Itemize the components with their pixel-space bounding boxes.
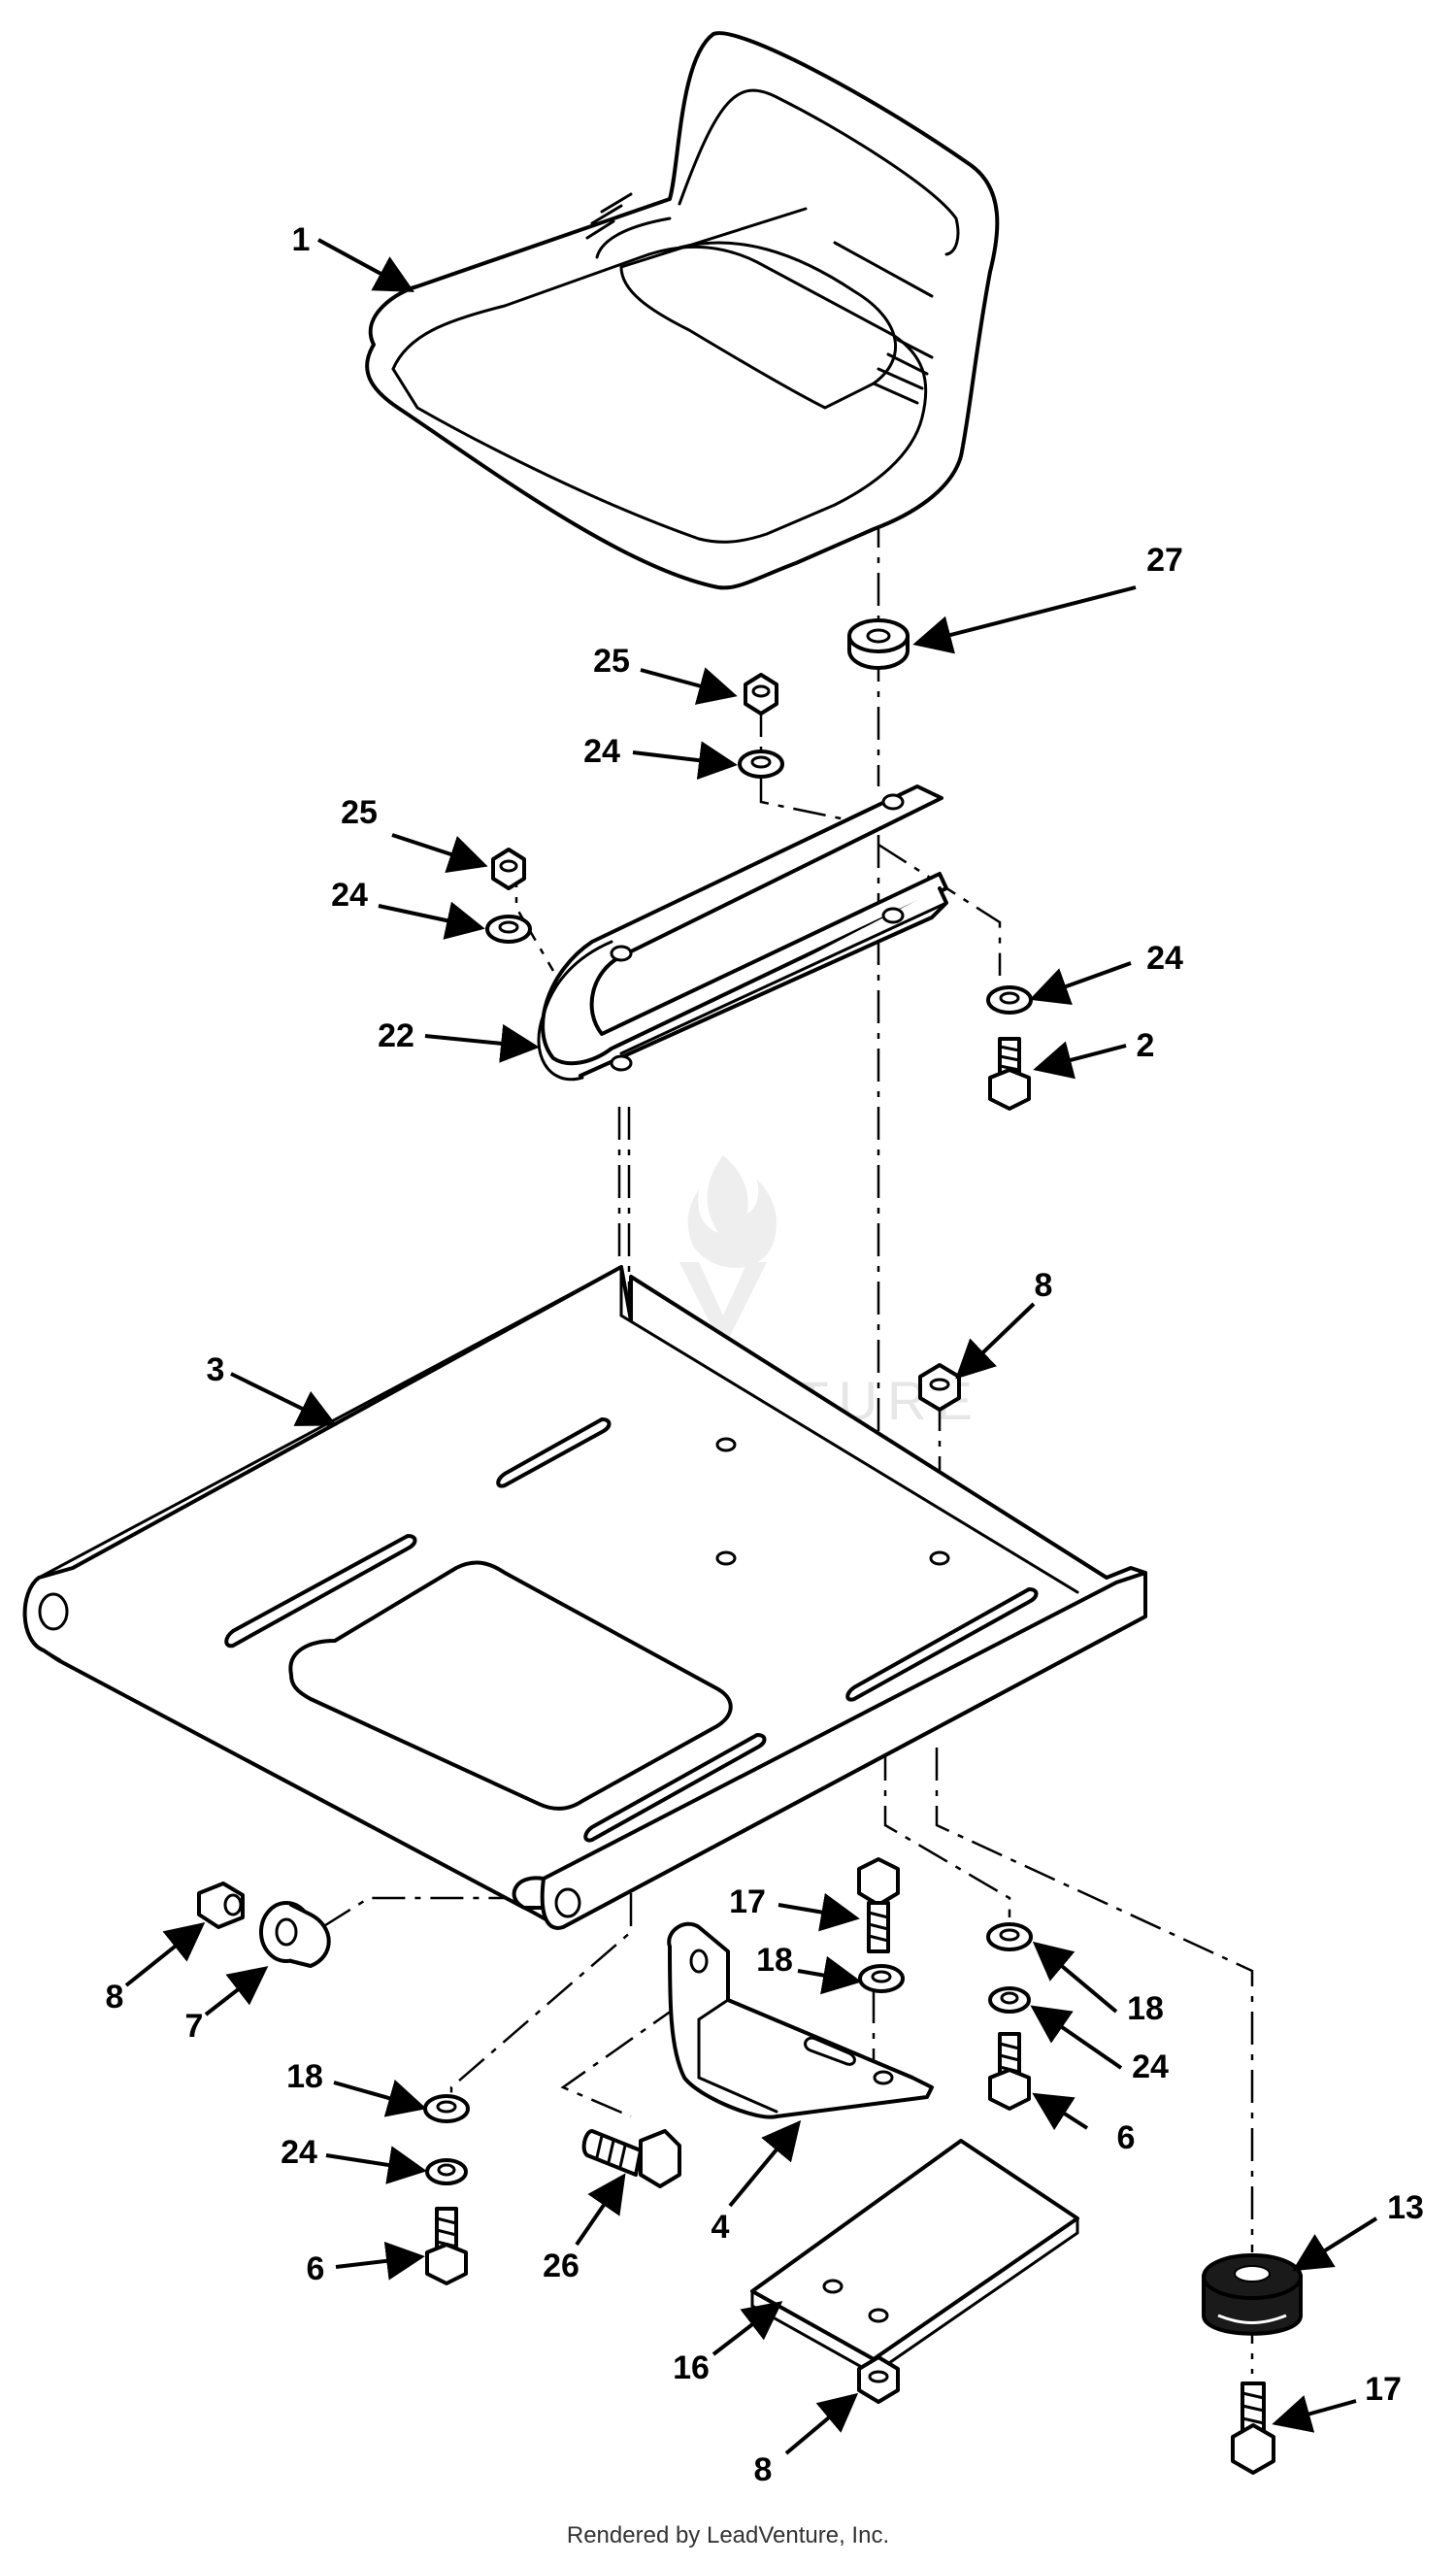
callout-18-left: 18 [286,2058,323,2095]
bolt-part-17-bottom [1231,2382,1275,2475]
callout-6-left: 6 [307,2250,325,2287]
bolt-part-6-left [425,2207,468,2285]
seat-plate-part-3 [22,1265,1147,1930]
callout-24-upper: 24 [583,733,620,770]
callout-4: 4 [711,2209,730,2246]
callout-labels: 1 27 25 24 25 24 24 22 2 8 3 17 18 8 7 1… [106,221,1424,2488]
washer-part-18-right [986,1922,1033,1951]
callout-arrows [124,238,1378,2455]
callout-13: 13 [1387,2189,1424,2226]
callout-24-right: 24 [1146,940,1183,977]
callout-24-left: 24 [331,877,368,914]
callout-25-left: 25 [341,794,378,831]
callout-18-mid: 18 [756,1942,793,1979]
callout-24-left-lower: 24 [281,2134,317,2171]
washer-part-24-right [986,985,1033,1015]
callout-8-plate: 8 [1035,1267,1053,1304]
washer-part-24-right-lower [988,1986,1031,2014]
footer-credit: Rendered by LeadVenture, Inc. [566,2522,890,2548]
callout-24-right-lower: 24 [1132,2049,1169,2085]
bolt-part-6-right [988,2032,1031,2111]
bumper-part-13 [1202,2253,1303,2336]
callout-6-right: 6 [1117,2119,1136,2156]
callout-16: 16 [673,2349,710,2386]
nut-part-8-bottom [857,2355,900,2404]
nut-part-25-left [491,848,526,890]
spacer-part-27 [847,618,910,670]
nut-part-8-plate [918,1363,961,1412]
bolt-part-26 [581,2129,681,2188]
nut-part-25-upper [744,673,778,716]
callout-8-bottom: 8 [754,2451,773,2488]
washer-part-24-upper [738,750,784,779]
bracket-part-4 [667,1921,934,2119]
callout-27: 27 [1146,542,1183,579]
callout-7: 7 [185,2008,204,2045]
seat-part-1 [365,31,1000,590]
callout-8-pivot: 8 [106,1979,124,2015]
bushing-part-7 [259,1901,331,1968]
washer-part-18-mid [858,1964,905,1993]
plate-part-16 [750,2139,1079,2377]
callout-22: 22 [378,1017,414,1054]
seat-bracket-part-22 [537,784,948,1082]
callout-17-upper: 17 [729,1883,766,1920]
washer-part-18-left [423,2094,470,2123]
callout-26: 26 [543,2248,579,2284]
washer-part-24-left [485,915,532,944]
callout-17-bottom: 17 [1365,2371,1402,2408]
callout-2: 2 [1137,1027,1155,1064]
callout-1: 1 [292,221,311,258]
callout-25-upper: 25 [593,643,630,680]
bolt-part-17-upper [857,1857,900,1953]
callout-3: 3 [207,1351,225,1388]
bolt-part-2 [988,1037,1031,1111]
callout-18-right: 18 [1127,1990,1164,2027]
nut-part-8-pivot [197,1882,245,1929]
washer-part-24-left-lower [425,2158,468,2185]
